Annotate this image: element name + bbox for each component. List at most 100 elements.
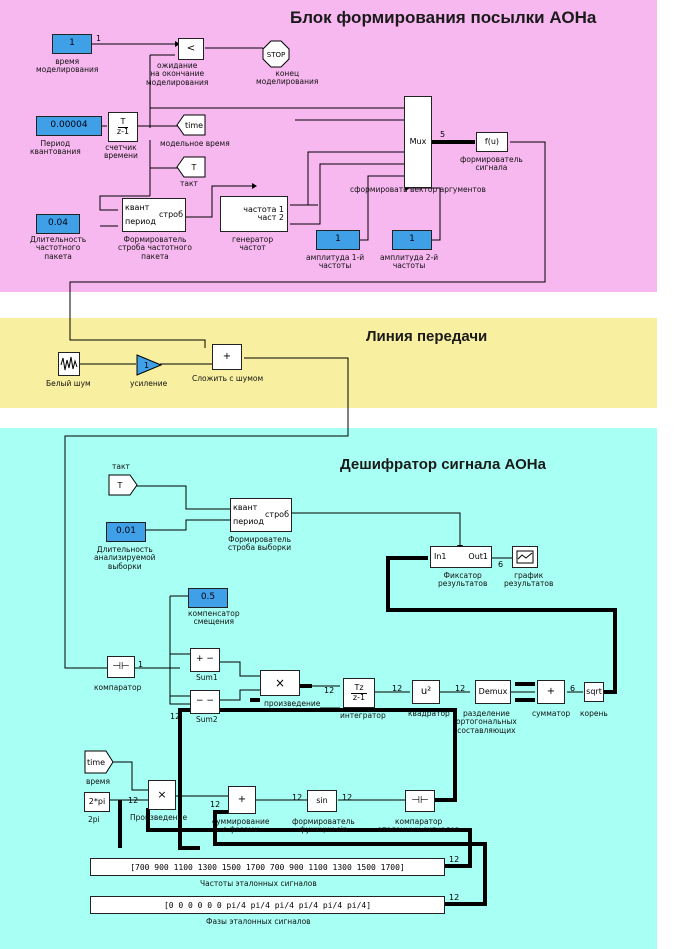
transmission-section bbox=[0, 318, 657, 408]
time-from-text: time bbox=[87, 758, 105, 767]
latch-in: In1 bbox=[434, 551, 447, 561]
sin-block[interactable]: sin bbox=[307, 790, 337, 812]
gain-value: 1 bbox=[144, 361, 149, 370]
wire-label: 12 bbox=[324, 686, 335, 695]
squarer-block[interactable]: u² bbox=[412, 680, 440, 704]
adder-block[interactable]: + bbox=[537, 680, 565, 704]
phase-sum-label: суммирование с фазами bbox=[212, 817, 270, 835]
offset-constant[interactable]: 0.5 bbox=[188, 588, 228, 608]
stop-text: STOP bbox=[267, 51, 285, 59]
tact-goto-tag[interactable]: T bbox=[176, 156, 206, 178]
analysis-duration-label: Длительность анализируемой выборки bbox=[94, 545, 156, 571]
wire-label: 12 bbox=[342, 793, 353, 802]
frequency-generator-label: генератор частот bbox=[232, 235, 274, 253]
squarer-label: квадратор bbox=[408, 709, 450, 718]
time-counter-block[interactable]: T z-1 bbox=[108, 112, 138, 142]
sample-strobe-block[interactable]: квант период строб bbox=[230, 498, 292, 532]
comparator-label: компаратор bbox=[94, 683, 142, 692]
demux-block[interactable]: Demux bbox=[475, 680, 511, 704]
result-scope-block[interactable] bbox=[512, 546, 538, 568]
wire-label: 12 bbox=[449, 893, 460, 902]
result-scope-label: график результатов bbox=[504, 571, 554, 589]
twopi-label: 2pi bbox=[88, 815, 100, 824]
sqrt-block[interactable]: sqrt bbox=[584, 682, 604, 702]
sum1-block[interactable]: + − bbox=[190, 648, 220, 672]
amplitude2-constant[interactable]: 1 bbox=[392, 230, 432, 250]
decoder-title: Дешифратор сигнала АОНа bbox=[340, 456, 546, 473]
stop-block[interactable]: STOP bbox=[262, 40, 290, 68]
signal-function-block[interactable]: f(u) bbox=[476, 132, 508, 152]
adder-label: сумматор bbox=[532, 709, 571, 718]
phase-vector-constant[interactable]: [0 0 0 0 0 0 pi/4 pi/4 pi/4 pi/4 pi/4 pi… bbox=[90, 896, 445, 914]
demux-label: разделение ортогональных составляющих bbox=[456, 709, 517, 735]
phase-sum-block[interactable]: + bbox=[228, 786, 256, 814]
amplitude1-constant[interactable]: 1 bbox=[316, 230, 360, 250]
wire-label: 12 bbox=[210, 800, 221, 809]
sample-strobe-in1: квант bbox=[233, 502, 258, 512]
white-noise-block[interactable] bbox=[58, 352, 80, 376]
multiply-block[interactable]: × bbox=[260, 670, 300, 696]
period-constant[interactable]: 0.00004 bbox=[36, 116, 102, 136]
multiply-label: произведение bbox=[264, 699, 321, 708]
sum2-block[interactable]: − − bbox=[190, 690, 220, 714]
result-latch-label: Фиксатор результатов bbox=[438, 571, 488, 589]
wire-label: 6 bbox=[498, 560, 504, 569]
noise-sum-label: Сложить с шумом bbox=[192, 374, 264, 383]
packet-strobe-block[interactable]: квант период строб bbox=[122, 198, 186, 232]
generator-out2: част 2 bbox=[257, 213, 284, 222]
wire-label: 12 bbox=[455, 684, 466, 693]
sin-label: формирователь функции sin bbox=[292, 817, 355, 835]
wire-label: 1 bbox=[138, 660, 144, 669]
argument-mux-label: сформировать вектор аргументов bbox=[350, 185, 486, 194]
compare-block[interactable]: < bbox=[178, 38, 204, 60]
sim-time-constant[interactable]: 1 bbox=[52, 34, 92, 54]
argument-mux-block[interactable]: Mux bbox=[404, 96, 432, 188]
wire-label: 1 bbox=[96, 34, 102, 43]
frequency-generator-block[interactable]: частота 1 част 2 bbox=[220, 196, 288, 232]
time-from-tag[interactable]: time bbox=[84, 750, 114, 774]
white-noise-label: Белый шум bbox=[46, 379, 91, 388]
sample-strobe-out: строб bbox=[265, 509, 289, 519]
counter-numerator: T bbox=[117, 117, 129, 128]
wire-label: 12 bbox=[292, 793, 303, 802]
tact-tag-text: T bbox=[191, 163, 197, 172]
transmission-title: Линия передачи bbox=[366, 328, 488, 345]
period-label: Период квантования bbox=[30, 139, 81, 157]
packet-strobe-in2: период bbox=[125, 216, 156, 226]
noise-icon bbox=[60, 356, 78, 371]
integrator-block[interactable]: Tz z-1 bbox=[343, 678, 375, 708]
duration-constant[interactable]: 0.04 bbox=[36, 214, 80, 234]
product-label: Произведение bbox=[130, 813, 188, 822]
integrator-label: интегратор bbox=[340, 711, 386, 720]
result-latch-block[interactable]: In1 Out1 bbox=[430, 546, 492, 568]
sample-strobe-in2: период bbox=[233, 516, 264, 526]
compare-label: ожидание на окончание моделирования bbox=[146, 61, 209, 87]
frequency-vector-label: Частоты эталонных сигналов bbox=[200, 879, 317, 888]
sample-strobe-label: Формирователь строба выборки bbox=[228, 535, 292, 553]
tact-tag-label: такт bbox=[180, 179, 198, 188]
sum1-label: Sum1 bbox=[196, 673, 218, 682]
gain-block[interactable]: 1 bbox=[136, 354, 162, 376]
wire-label: 12 bbox=[128, 796, 139, 805]
reference-comparator-block[interactable]: ⊣⊢ bbox=[405, 790, 435, 812]
tact-from-tag[interactable]: T bbox=[108, 474, 138, 496]
comparator-block[interactable]: ⊣⊢ bbox=[107, 656, 135, 678]
time-tag-label: модельное время bbox=[160, 139, 230, 148]
time-goto-tag[interactable]: time bbox=[176, 114, 206, 136]
noise-sum-block[interactable]: + bbox=[212, 344, 242, 370]
phase-vector-label: Фазы эталонных сигналов bbox=[206, 917, 311, 926]
sqrt-label: корень bbox=[580, 709, 608, 718]
time-counter-label: счетчик времени bbox=[104, 143, 138, 161]
time-from-label: время bbox=[86, 777, 110, 786]
latch-out: Out1 bbox=[468, 551, 488, 561]
twopi-constant[interactable]: 2*pi bbox=[84, 792, 110, 812]
encoder-title: Блок формирования посылки АОНа bbox=[290, 8, 597, 27]
frequency-vector-constant[interactable]: [700 900 1100 1300 1500 1700 700 900 110… bbox=[90, 858, 445, 876]
scope-icon bbox=[516, 550, 534, 564]
analysis-duration-constant[interactable]: 0.01 bbox=[106, 522, 146, 542]
packet-strobe-in1: квант bbox=[125, 202, 150, 212]
product-block[interactable]: × bbox=[148, 780, 176, 810]
tact-from-text: T bbox=[117, 481, 123, 490]
tact-from-label: такт bbox=[112, 462, 130, 471]
wire-label: 12 bbox=[170, 712, 181, 721]
